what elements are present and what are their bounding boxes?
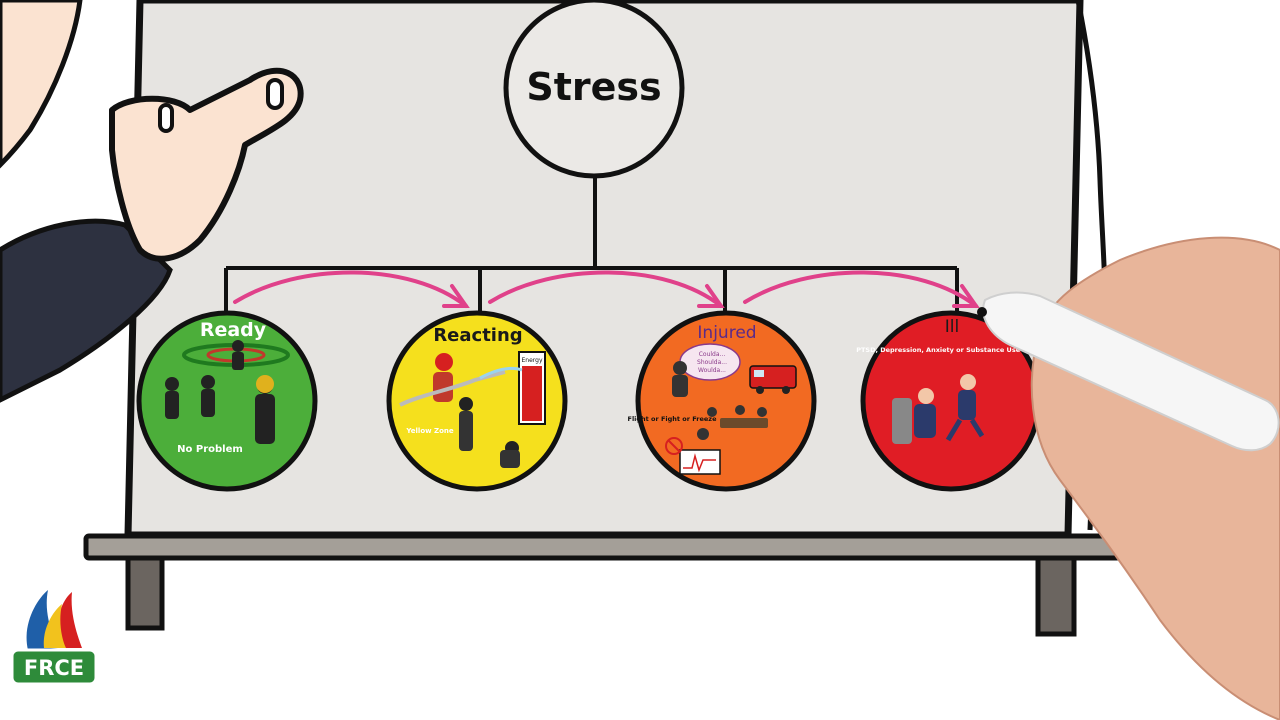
stage-reacting: Reacting Energy Yellow Zone <box>386 310 568 492</box>
energy-gauge-label: Energy <box>521 357 542 364</box>
injured-people-icon <box>672 361 768 440</box>
presenter-figure <box>0 0 304 403</box>
ill-people-icon <box>892 374 985 444</box>
logo-text: FRCE <box>24 656 84 680</box>
marker-pen <box>982 291 1280 452</box>
thought-line-1: Coulda... <box>699 351 726 358</box>
stage-ready-title: Ready <box>200 319 267 341</box>
board-leg-left <box>125 555 165 631</box>
firefighter-hose-icon <box>399 353 523 468</box>
drawing-hand <box>977 236 1280 720</box>
stage-ready: Ready No Problem <box>136 310 318 492</box>
stage-ready-caption: No Problem <box>177 444 243 455</box>
thought-line-2: Shoulda... <box>697 359 727 366</box>
board-leg-right <box>1035 555 1077 637</box>
tree-connectors <box>224 175 959 312</box>
stage-injured-title: Injured <box>697 323 756 343</box>
stage-ill-caption: PTSD, Depression, Anxiety or Substance U… <box>856 346 1054 354</box>
arrow-reacting-to-injured <box>488 270 723 308</box>
presenter-suit <box>0 218 173 403</box>
arrow-ready-to-reacting <box>233 270 468 308</box>
root-circle <box>503 0 685 179</box>
fire-truck-icon <box>749 365 797 394</box>
presenter-face <box>0 0 83 169</box>
root-node: Stress <box>503 0 685 179</box>
stage-reacting-caption: Yellow Zone <box>405 427 454 435</box>
stage-injured: Injured Coulda... Shoulda... Woulda... F… <box>628 310 817 492</box>
no-sign-icon <box>665 437 683 455</box>
stage-ill: Ill PTSD, Depression, Anxiety or Substan… <box>856 310 1055 492</box>
stage-injured-caption: Flight or Fight or Freeze <box>628 415 718 423</box>
board-shelf <box>83 533 1129 561</box>
arrow-injured-to-ill <box>743 270 978 308</box>
root-label: Stress <box>526 65 661 109</box>
thought-line-3: Woulda... <box>698 367 726 374</box>
stage-ill-title: Ill <box>945 317 959 337</box>
frce-logo: FRCE <box>10 590 98 686</box>
stage-reacting-title: Reacting <box>433 325 522 346</box>
heart-monitor <box>679 449 721 475</box>
logo-badge <box>10 648 98 686</box>
progression-arrows <box>233 270 980 308</box>
